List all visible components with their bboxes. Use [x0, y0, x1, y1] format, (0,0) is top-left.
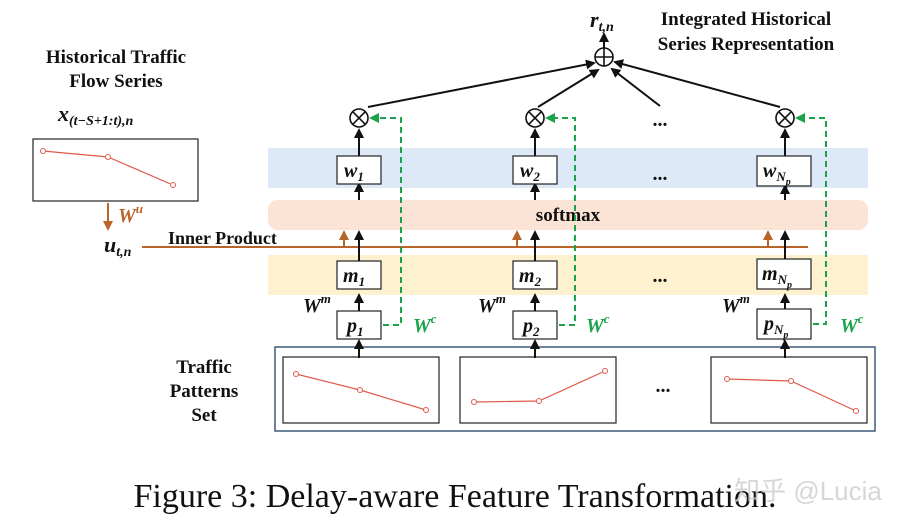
w-label-2: w2 [520, 160, 540, 184]
sum-arrow [610, 67, 661, 107]
traffic-label-1: Traffic [176, 357, 232, 378]
wc-label-3: Wc [840, 311, 864, 337]
figure-caption: Figure 3: Delay-aware Feature Transforma… [134, 478, 777, 515]
p-box-1 [336, 310, 382, 340]
p-label-2: p2 [521, 315, 540, 339]
integrated-title-1: Integrated Historical [661, 9, 831, 30]
pattern-point [357, 387, 363, 393]
inner-product-label: Inner Product [168, 228, 277, 248]
history-point [40, 148, 46, 154]
u-symbol: ut,n [104, 232, 132, 260]
ellipsis-keys: ... [653, 265, 668, 287]
pattern-point [293, 371, 299, 377]
circle-times-icon [349, 108, 369, 128]
pattern-point [602, 368, 608, 374]
pattern-point [853, 408, 859, 414]
column-1: p1 Wm m1 w1 Wc [303, 108, 437, 358]
wc-label-1: Wc [413, 311, 437, 337]
x-symbol: x(t−S+1:t),n [57, 101, 134, 129]
softmax-label: softmax [536, 205, 601, 226]
wc-dash-3 [795, 113, 827, 325]
pattern-point [471, 399, 477, 405]
wm-label-3: Wm [722, 291, 750, 317]
p-label-3: pNp [762, 313, 788, 341]
p-label-1: p1 [345, 315, 364, 339]
traffic-label-3: Set [191, 405, 217, 426]
m-label-1: m1 [343, 265, 365, 289]
p-box-2 [512, 310, 558, 340]
sum-arrow [537, 68, 600, 108]
ellipsis-patterns: ... [656, 375, 671, 397]
pattern-point [536, 398, 542, 404]
ellipsis-top: ... [653, 109, 668, 131]
r-symbol: rt,n [590, 7, 614, 35]
integrated-title-2: Series Representation [658, 34, 835, 55]
pattern-box-3 [710, 356, 868, 424]
sum-arrow [613, 59, 781, 108]
sum-arrow [367, 59, 596, 108]
watermark: 知乎 @Lucia [734, 476, 882, 506]
wc-label-2: Wc [586, 311, 610, 337]
circle-times-icon [775, 108, 795, 128]
m-box-1 [336, 260, 382, 290]
w-label-3: wNp [763, 160, 791, 188]
pattern-point [788, 378, 794, 384]
circle-plus-icon [594, 47, 614, 67]
pattern-point [724, 376, 730, 382]
history-point [170, 182, 176, 188]
history-point [105, 154, 111, 160]
column-2: p2 Wm m2 w2 Wc [478, 108, 610, 358]
wc-dash-1 [369, 113, 402, 326]
wu-label: Wu [118, 201, 143, 227]
traffic-label-2: Patterns [170, 381, 239, 402]
wm-label-2: Wm [478, 291, 506, 317]
m-label-3: mNp [762, 263, 792, 291]
patterns-frame [274, 346, 876, 432]
m-label-2: m2 [519, 265, 542, 289]
column-3: pNp Wm mNp wNp Wc [722, 108, 864, 358]
softmax-band [268, 200, 868, 230]
ellipsis-weights: ... [653, 163, 668, 185]
wm-label-1: Wm [303, 291, 331, 317]
w-box-1 [336, 155, 382, 185]
pattern-box-2 [459, 356, 617, 424]
historical-title-2: Flow Series [69, 71, 162, 92]
w-label-1: w1 [344, 160, 364, 184]
pattern-point [423, 407, 429, 413]
history-box [32, 138, 199, 202]
circle-times-icon [525, 108, 545, 128]
p-box-3 [756, 308, 812, 340]
historical-title-1: Historical Traffic [46, 47, 186, 68]
